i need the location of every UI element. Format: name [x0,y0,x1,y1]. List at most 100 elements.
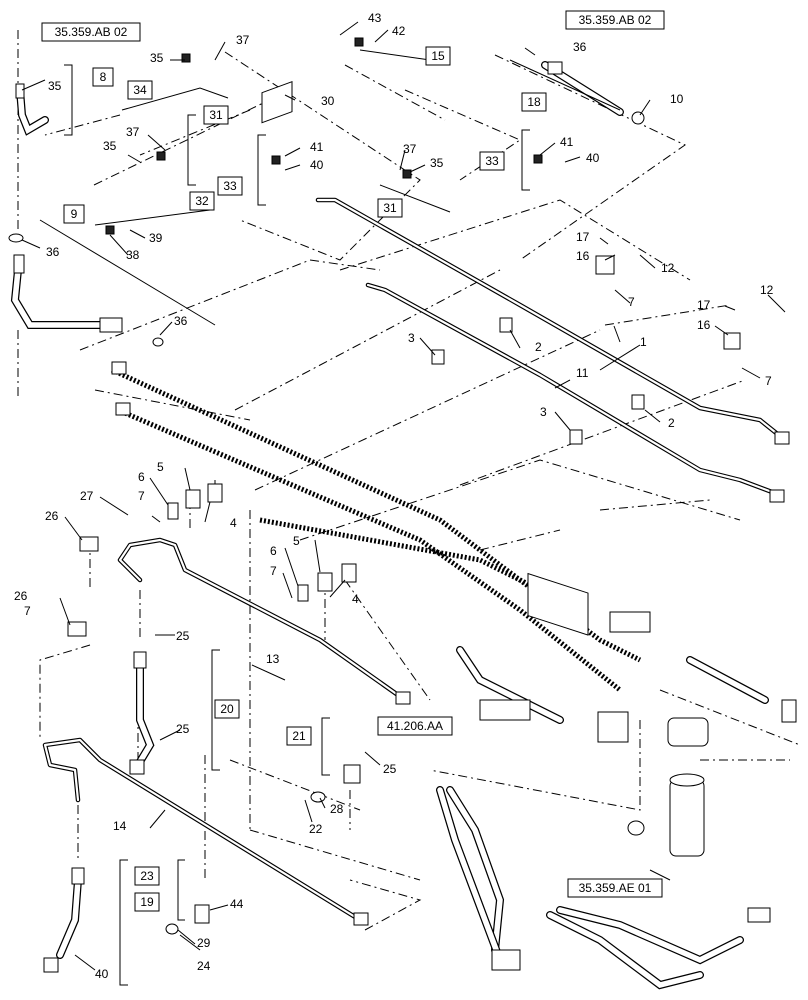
boxed-label-31a: 31 [203,105,229,125]
callout-numbers: 1 2 2 3 3 4 4 5 5 6 6 7 7 7 7 7 10 11 12… [14,11,774,981]
fitting-37c [402,169,412,179]
svg-text:18: 18 [527,95,541,109]
callout-5: 5 [293,534,300,548]
svg-text:19: 19 [140,895,154,909]
braided-hoses [110,367,642,692]
callout-25: 25 [176,722,190,736]
boxed-label-33b: 33 [479,151,505,171]
callout-44: 44 [230,897,244,911]
washer-28 [310,791,326,803]
callout-36: 36 [573,40,587,54]
hose-end-bottom [491,949,521,971]
fitting-37b [156,151,166,161]
callout-22: 22 [309,822,323,836]
callout-25: 25 [383,762,397,776]
hose-fitting-8 [15,83,25,99]
callout-7: 7 [24,604,31,618]
clip-3a [431,349,445,365]
callout-1: 1 [640,335,647,349]
fittings [8,37,797,973]
callout-16: 16 [576,249,590,263]
callout-10: 10 [670,92,684,106]
hose-end-right [747,907,771,923]
adapter-23 [194,904,210,924]
hose-fitting-19 [71,867,85,885]
rigid-tubes [42,197,788,923]
elbow-fitting-9 [99,317,123,333]
callout-42: 42 [392,24,406,38]
boxed-label-18: 18 [521,92,547,112]
callout-29: 29 [197,936,211,950]
callout-6: 6 [138,470,145,484]
callout-7: 7 [138,489,145,503]
hose-end-a [111,361,127,375]
boxed-label-20: 20 [214,699,240,719]
boxed-item-numbers: 8 9 15 18 19 20 21 23 31 31 32 33 33 34 [63,46,547,912]
callout-13: 13 [266,652,280,666]
callout-37: 37 [236,33,250,47]
svg-text:35.359.AB 02: 35.359.AB 02 [579,13,652,27]
hose-fitting-9 [13,254,25,274]
callout-40: 40 [95,967,109,981]
tube-end-1 [774,431,790,445]
callout-3: 3 [408,331,415,345]
fitting-41b [533,154,543,164]
clamp-5b [317,572,333,592]
callout-17: 17 [697,298,711,312]
boxed-label-33a: 33 [217,176,243,196]
callout-12: 12 [661,261,675,275]
hose-end-b [115,402,131,416]
o-ring-36 [8,233,24,243]
filter-canister [669,779,705,857]
clamp-4a [207,483,223,503]
boxed-label-34: 34 [127,80,153,100]
boxed-label-9: 9 [63,204,85,224]
callout-4: 4 [230,516,237,530]
ref-box-35-359-ab-02-left: 35.359.AB 02 [41,22,141,42]
boxed-label-21: 21 [286,726,312,746]
svg-text:35.359.AB 02: 35.359.AB 02 [55,25,128,39]
fitting-35a [181,53,191,63]
callout-43: 43 [368,11,382,25]
svg-text:20: 20 [220,702,234,716]
ref-box-41-206-aa: 41.206.AA [377,716,453,736]
callout-4: 4 [352,592,359,606]
tube-end-13 [395,691,411,705]
callout-6: 6 [270,544,277,558]
bracket-plate-2 [479,699,531,721]
adapter-21 [343,764,361,784]
svg-text:21: 21 [292,729,306,743]
plate-6b [297,584,309,602]
clip-2a [499,317,513,333]
callout-12: 12 [760,283,774,297]
callout-38: 38 [126,248,140,262]
clamp-16b [723,332,741,350]
callout-36: 36 [174,314,188,328]
callout-7: 7 [765,374,772,388]
hose-end-20 [129,759,145,775]
svg-text:41.206.AA: 41.206.AA [387,719,443,733]
filter-fitting [627,820,645,836]
valve-assembly [527,572,589,636]
callout-35: 35 [430,156,444,170]
clamp-4b [341,563,357,583]
o-ring-36b [152,337,164,347]
callout-40: 40 [586,151,600,165]
callout-5: 5 [157,460,164,474]
svg-text:33: 33 [223,179,237,193]
callout-17: 17 [576,230,590,244]
svg-text:33: 33 [485,154,499,168]
callout-41: 41 [560,135,574,149]
callout-28: 28 [330,802,344,816]
callout-35: 35 [103,139,117,153]
washer-29 [165,923,179,935]
ref-box-35-359-ae-01: 35.359.AE 01 [567,878,663,898]
callout-26: 26 [14,589,28,603]
svg-text:35.359.AE 01: 35.359.AE 01 [579,881,652,895]
hose-end-18 [547,61,563,75]
clamp-5a [185,489,201,509]
clip-2b [631,394,645,410]
svg-text:31: 31 [209,108,223,122]
tube-end-14 [353,912,369,926]
